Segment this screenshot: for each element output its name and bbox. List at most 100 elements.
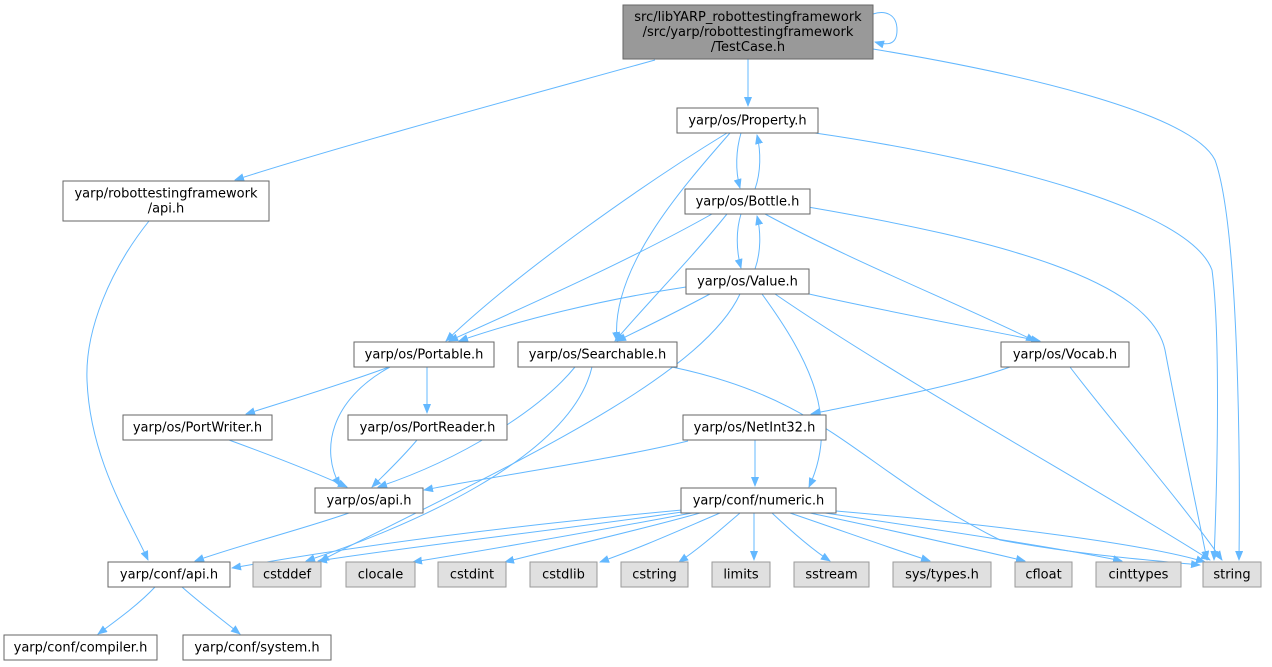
node-label: src/libYARP_robottestingframework xyxy=(634,10,862,25)
node-box xyxy=(1095,561,1182,588)
node-box xyxy=(3,634,158,661)
edge-arrow xyxy=(808,293,1041,344)
edge-value-to-string xyxy=(774,293,1211,561)
edge-portreader-to-os_api xyxy=(371,439,418,488)
edge-arrow xyxy=(305,366,593,562)
edge-arrow xyxy=(181,586,241,635)
edge-numeric-to-clocale xyxy=(412,512,693,565)
edge-arrow xyxy=(228,439,348,488)
edge-property-to-bottle xyxy=(733,132,742,189)
node-sstream: sstream xyxy=(793,561,870,588)
node-label: yarp/conf/compiler.h xyxy=(14,641,148,656)
edge-arrow xyxy=(872,12,898,49)
node-box xyxy=(620,561,689,588)
node-os_api[interactable]: yarp/os/api.h xyxy=(314,487,424,514)
node-numeric[interactable]: yarp/conf/numeric.h xyxy=(680,487,837,514)
node-box xyxy=(345,561,416,588)
edge-value-to-vocab xyxy=(808,293,1041,344)
node-bottle[interactable]: yarp/os/Bottle.h xyxy=(684,188,811,215)
node-compiler[interactable]: yarp/conf/compiler.h xyxy=(3,634,158,661)
edge-value-to-searchable xyxy=(616,293,711,342)
node-label: cstddef xyxy=(263,568,312,583)
node-label: limits xyxy=(723,568,759,583)
node-portwriter[interactable]: yarp/os/PortWriter.h xyxy=(122,414,273,441)
node-label: /src/yarp/robottestingframework xyxy=(643,25,854,40)
node-box xyxy=(1000,341,1130,368)
node-label: yarp/conf/numeric.h xyxy=(693,494,825,509)
edge-arrow xyxy=(771,512,831,562)
edge-searchable-to-cstddef xyxy=(305,366,593,562)
node-label: yarp/os/Portable.h xyxy=(365,348,484,363)
node-cstdlib: cstdlib xyxy=(529,561,598,588)
edge-arrow xyxy=(872,48,1244,561)
node-vocab[interactable]: yarp/os/Vocab.h xyxy=(1000,341,1130,368)
edge-value-to-numeric xyxy=(761,293,823,488)
edge-arrow xyxy=(814,132,1219,561)
edge-arrow xyxy=(774,293,1211,561)
edge-testcase-to-rtf_api xyxy=(234,59,656,182)
edge-portable-to-os_api xyxy=(330,366,391,487)
edge-conf_api-to-system xyxy=(181,586,241,635)
edge-value-to-cstddef xyxy=(319,293,741,562)
edge-arrow xyxy=(234,59,656,182)
node-label: yarp/os/PortWriter.h xyxy=(133,421,262,436)
node-box xyxy=(122,414,273,441)
node-label: cinttypes xyxy=(1109,568,1169,583)
edge-testcase-to-testcase xyxy=(872,12,898,49)
node-system[interactable]: yarp/conf/system.h xyxy=(182,634,332,661)
node-box xyxy=(793,561,870,588)
node-value[interactable]: yarp/os/Value.h xyxy=(685,268,810,295)
node-rtf_api[interactable]: yarp/robottestingframework/api.h xyxy=(62,180,270,222)
edge-numeric-to-sstream xyxy=(771,512,831,562)
node-label: yarp/os/Searchable.h xyxy=(529,348,667,363)
edge-arrow xyxy=(807,206,1210,561)
node-cstring: cstring xyxy=(620,561,689,588)
edge-arrow xyxy=(412,512,693,565)
edge-arrow xyxy=(789,512,931,563)
edge-arrow xyxy=(245,366,390,416)
edge-bottle-to-property xyxy=(754,134,763,190)
edge-numeric-to-cstdint xyxy=(504,512,701,564)
node-label: cfloat xyxy=(1025,568,1061,583)
node-netint32[interactable]: yarp/os/NetInt32.h xyxy=(682,414,827,441)
edge-arrow xyxy=(504,512,701,564)
node-systypes: sys/types.h xyxy=(892,561,992,588)
edge-arrow xyxy=(448,213,713,342)
edge-rtf_api-to-conf_api xyxy=(86,220,150,561)
node-limits: limits xyxy=(711,561,771,588)
node-box xyxy=(347,414,508,441)
node-property[interactable]: yarp/os/Property.h xyxy=(676,107,819,134)
edge-bottle-to-portable xyxy=(448,213,713,342)
edge-value-to-bottle xyxy=(754,215,764,270)
edge-testcase-to-string xyxy=(872,48,1244,561)
edge-arrow xyxy=(734,213,743,269)
edge-arrow xyxy=(616,293,711,342)
edge-arrow xyxy=(317,511,683,564)
node-portreader[interactable]: yarp/os/PortReader.h xyxy=(347,414,508,441)
edge-arrow xyxy=(1069,366,1223,561)
node-label: yarp/conf/api.h xyxy=(120,568,218,583)
edge-arrow xyxy=(86,220,150,561)
edge-numeric-to-cstring xyxy=(678,512,741,563)
node-label: /TestCase.h xyxy=(711,40,785,55)
edge-arrow xyxy=(761,293,823,488)
node-conf_api[interactable]: yarp/conf/api.h xyxy=(107,561,231,588)
node-cinttypes: cinttypes xyxy=(1095,561,1182,588)
node-box xyxy=(107,561,231,588)
node-portable[interactable]: yarp/os/Portable.h xyxy=(353,341,495,368)
node-label: /api.h xyxy=(148,202,185,217)
node-searchable[interactable]: yarp/os/Searchable.h xyxy=(517,341,678,368)
edge-arrow xyxy=(733,132,742,189)
node-testcase[interactable]: src/libYARP_robottestingframework/src/ya… xyxy=(622,4,874,60)
edge-arrow xyxy=(97,586,156,635)
edge-numeric-to-string xyxy=(835,510,1206,564)
edge-portwriter-to-os_api xyxy=(228,439,348,488)
edge-arrow xyxy=(319,293,741,562)
node-label: cstring xyxy=(632,568,676,583)
node-box xyxy=(182,634,332,661)
node-box xyxy=(1202,561,1262,588)
node-label: yarp/os/PortReader.h xyxy=(360,421,496,436)
edge-netint32-to-os_api xyxy=(423,440,689,493)
edge-arrow xyxy=(458,286,687,342)
